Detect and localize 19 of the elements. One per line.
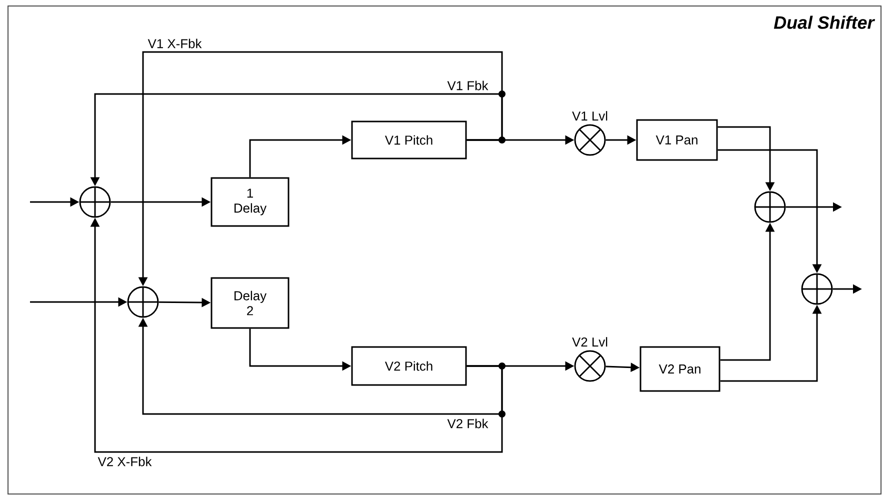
edge-label: V2 X-Fbk bbox=[98, 456, 152, 466]
process-box: V2 Pan bbox=[640, 346, 720, 392]
edge-label: V1 X-Fbk bbox=[148, 38, 202, 48]
summing-junction bbox=[754, 191, 786, 223]
summing-junction bbox=[127, 286, 159, 318]
summing-junction bbox=[79, 186, 111, 218]
process-box: V1 Pan bbox=[636, 119, 718, 161]
multiplier-junction bbox=[574, 350, 606, 382]
edge-label: V1 Fbk bbox=[447, 80, 488, 90]
process-box: V1 Pitch bbox=[351, 120, 467, 160]
multiplier-junction bbox=[574, 124, 606, 156]
level-label: V1 Lvl bbox=[572, 111, 608, 120]
edge-label: V2 Fbk bbox=[447, 418, 488, 428]
process-box: Delay 2 bbox=[210, 277, 290, 329]
process-box: 1 Delay bbox=[210, 177, 290, 227]
diagram-title: Dual Shifter bbox=[774, 16, 876, 29]
level-label: V2 Lvl bbox=[572, 337, 608, 346]
summing-junction bbox=[801, 273, 833, 305]
process-box: V2 Pitch bbox=[351, 346, 467, 386]
